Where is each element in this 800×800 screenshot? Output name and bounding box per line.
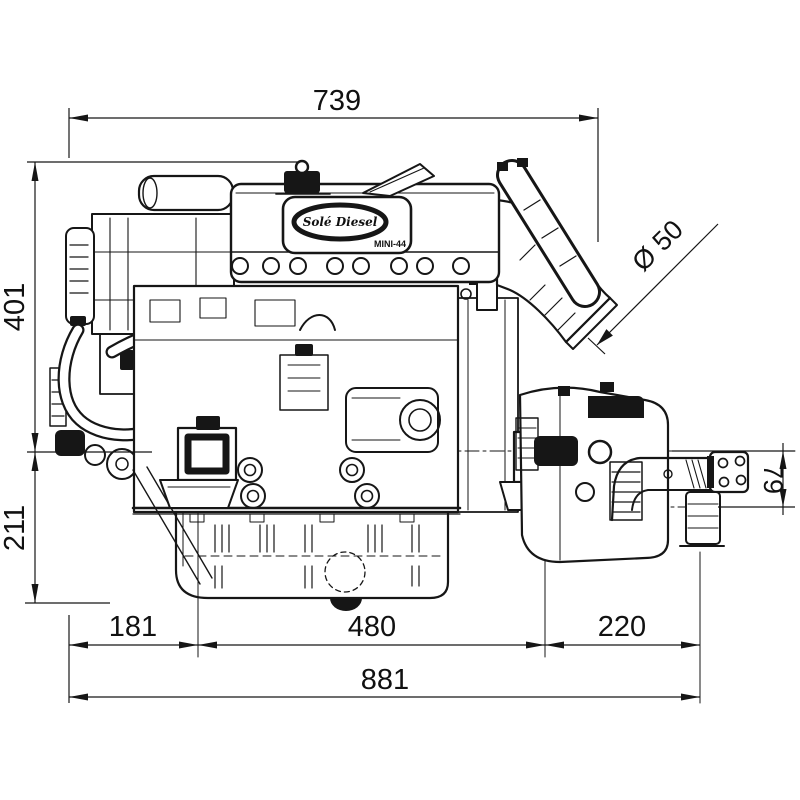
flange-support-bracket	[685, 491, 721, 545]
filler-cap	[284, 171, 320, 193]
logo-model-text: MINI-44	[374, 239, 406, 249]
dim-exhaust-diameter-label: Ø 50	[626, 214, 689, 277]
manifold-bolts	[231, 257, 470, 275]
dim-output-offset-label: 79	[758, 464, 788, 494]
dimension-top-width: 739	[68, 85, 599, 242]
dimension-front-height: 401	[0, 161, 298, 453]
dimensions: 739 401 211 Ø 50	[0, 85, 795, 703]
dim-lower-height-label: 211	[0, 505, 31, 551]
output-flange	[610, 450, 750, 547]
gearbox	[515, 382, 670, 564]
dimension-bottom-chain: 181 480 220	[68, 611, 700, 703]
oil-sump	[174, 510, 450, 611]
dimension-total-length: 881	[69, 664, 700, 701]
logo-brand-text: Solé Diesel	[303, 215, 378, 229]
dim-total-length-label: 881	[361, 664, 409, 696]
dim-front-height-label: 401	[0, 283, 31, 331]
engine-line-art: Solé Diesel MINI-44	[49, 158, 796, 704]
logo-oval	[291, 202, 389, 242]
dim-front-overhang-label: 181	[109, 611, 157, 643]
dim-top-width-label: 739	[313, 85, 361, 117]
dim-rear-overhang-label: 220	[598, 611, 646, 643]
dimension-lower-height: 211	[0, 452, 110, 604]
dimension-exhaust-diameter: Ø 50	[587, 214, 719, 355]
valve-cover: Solé Diesel MINI-44	[229, 159, 501, 284]
dim-mount-span-label: 480	[348, 611, 396, 643]
dimension-output-offset: 79	[672, 443, 795, 515]
